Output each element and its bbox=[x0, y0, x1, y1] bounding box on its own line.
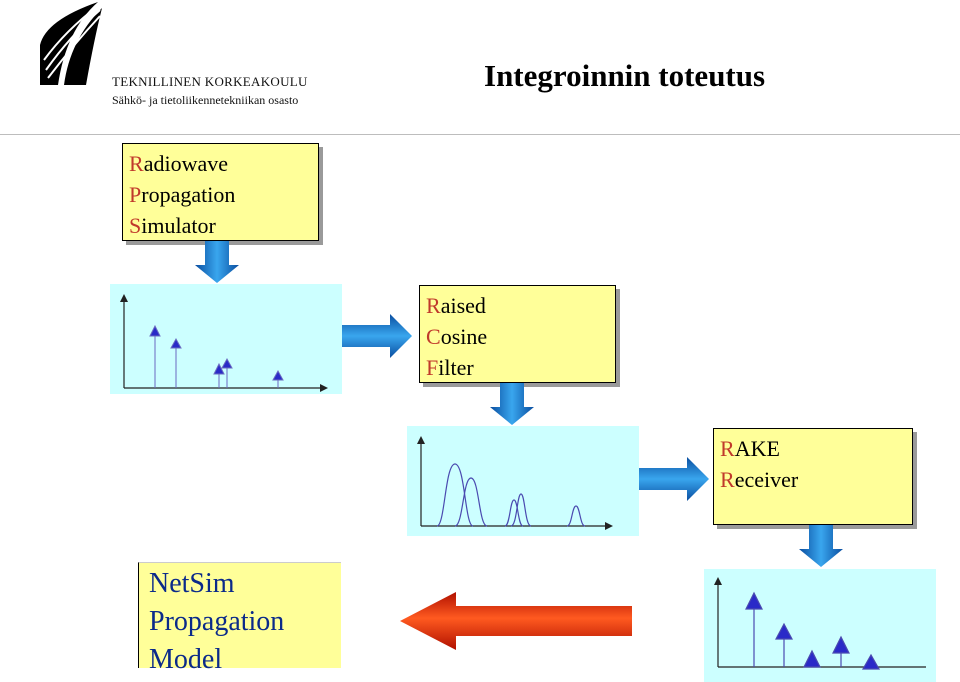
arrow-down-icon bbox=[799, 525, 843, 567]
rake-output-plot bbox=[714, 577, 926, 670]
impulse-response-plot bbox=[120, 294, 328, 392]
arrow-down-icon bbox=[490, 383, 534, 425]
box-line: Simulator bbox=[129, 213, 216, 238]
netsim-line: Model bbox=[149, 644, 223, 675]
rake-output-panel bbox=[704, 569, 936, 682]
box-line: Filter bbox=[426, 355, 474, 380]
filtered-signal-plot bbox=[417, 436, 613, 530]
header-divider bbox=[0, 134, 960, 135]
impulse-response-panel bbox=[110, 284, 342, 394]
institution-name: TEKNILLINEN KORKEAKOULU bbox=[112, 74, 308, 89]
radiowave-propagation-simulator-box: Radiowave Propagation Simulator bbox=[122, 143, 319, 241]
box-line: Radiowave bbox=[129, 151, 228, 176]
arrow-left-icon bbox=[400, 592, 632, 650]
rake-receiver-box: RAKE Receiver bbox=[713, 428, 913, 525]
arrow-right-icon bbox=[639, 457, 709, 501]
department-name: Sähkö- ja tietoliikennetekniikan osasto bbox=[112, 93, 299, 107]
box-line: Cosine bbox=[426, 324, 488, 349]
netsim-line: NetSim bbox=[149, 568, 235, 599]
university-logo-icon bbox=[40, 2, 102, 85]
box-line: RAKE bbox=[720, 436, 780, 461]
slide-title: Integroinnin toteutus bbox=[484, 58, 766, 93]
box-line: Raised bbox=[426, 293, 486, 318]
box-line: Propagation bbox=[129, 182, 236, 207]
netsim-propagation-model-box: NetSim Propagation Model bbox=[138, 562, 341, 675]
arrow-down-icon bbox=[195, 241, 239, 283]
raised-cosine-filter-box: Raised Cosine Filter bbox=[419, 285, 616, 383]
box-line: Receiver bbox=[720, 467, 799, 492]
netsim-line: Propagation bbox=[149, 606, 285, 637]
arrow-right-icon bbox=[342, 314, 412, 358]
filtered-signal-panel bbox=[407, 426, 639, 536]
